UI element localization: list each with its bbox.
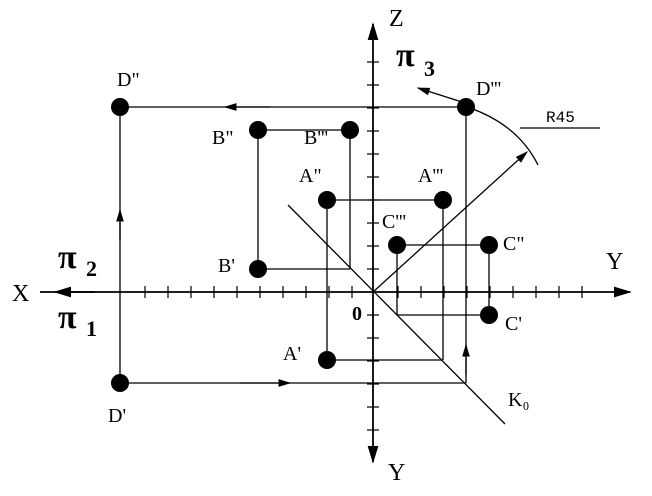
label-c3: C''' <box>382 211 406 233</box>
point-c1 <box>480 306 498 324</box>
point-a1 <box>318 351 336 369</box>
radius-line <box>372 151 528 293</box>
x-axis-label: X <box>12 281 29 307</box>
y-axis-label-bottom: Y <box>388 460 405 486</box>
point-a3 <box>434 191 452 209</box>
label-b3: B''' <box>304 127 328 149</box>
point-d2 <box>111 98 129 116</box>
point-b3 <box>341 121 359 139</box>
label-a3: A''' <box>418 165 443 187</box>
label-d3: D''' <box>476 78 501 100</box>
label-c1: C' <box>505 313 522 335</box>
pi1-index: 1 <box>86 316 97 341</box>
origin-label: 0 <box>352 303 362 325</box>
label-d2: D" <box>117 69 140 91</box>
point-a2 <box>318 191 336 209</box>
label-d1: D' <box>108 405 126 427</box>
point-b1 <box>249 260 267 278</box>
pi3-symbol: π <box>396 37 415 74</box>
y-axis-label-right: Y <box>606 249 623 275</box>
point-b2 <box>249 121 267 139</box>
label-b1: B' <box>218 255 235 277</box>
axis-ticks <box>144 61 583 431</box>
point-c3 <box>388 236 406 254</box>
point-d1 <box>111 374 129 392</box>
z-axis-label: Z <box>389 6 404 32</box>
d3-rotation-arrow <box>416 87 463 103</box>
k0-label: K₀ <box>508 389 529 411</box>
label-c2: C" <box>503 233 525 255</box>
pi2-index: 2 <box>86 256 97 281</box>
r45-label: R45 <box>546 109 575 127</box>
pi1-symbol: π <box>58 299 77 336</box>
pi3-index: 3 <box>424 56 435 81</box>
label-a1: A' <box>283 343 301 365</box>
pi2-symbol: π <box>58 239 77 276</box>
point-d3 <box>457 98 475 116</box>
r45-arc <box>469 107 539 166</box>
point-c2 <box>480 236 498 254</box>
label-a2: A" <box>299 165 322 187</box>
label-b2: B" <box>212 127 234 149</box>
